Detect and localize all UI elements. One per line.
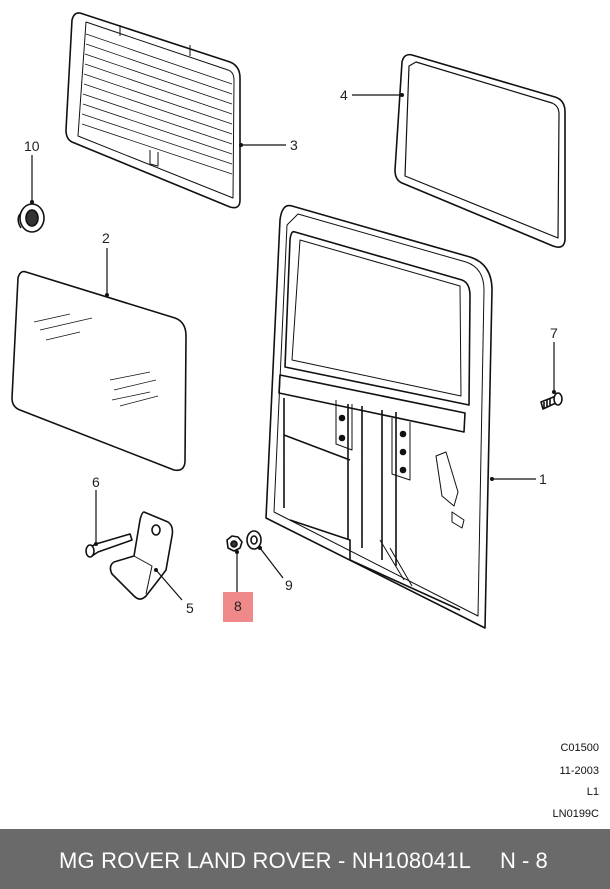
callout-5[interactable]: 5 xyxy=(186,600,194,616)
part-1-door-frame xyxy=(265,204,493,629)
drawing-level: L1 xyxy=(586,786,599,798)
part-6-pin xyxy=(85,533,133,558)
callout-9[interactable]: 9 xyxy=(285,577,293,593)
callout-4[interactable]: 4 xyxy=(340,87,348,103)
drawing-code: C01500 xyxy=(560,742,599,754)
footer-title: MG ROVER LAND ROVER - NH108041L xyxy=(59,848,472,873)
part-2-glass-pane xyxy=(11,270,187,472)
leader-9 xyxy=(259,547,284,579)
part-8-nut xyxy=(226,535,243,552)
part-9-washer xyxy=(246,530,262,550)
footer-page: N - 8 xyxy=(500,848,548,873)
part-10-grommet xyxy=(17,203,45,233)
part-3-window-panel xyxy=(65,12,241,209)
leader-lines xyxy=(31,94,555,601)
callout-8[interactable]: 8 xyxy=(234,598,242,614)
callout-10[interactable]: 10 xyxy=(24,138,40,154)
callout-3[interactable]: 3 xyxy=(290,137,298,153)
callout-7[interactable]: 7 xyxy=(550,325,558,341)
callout-6[interactable]: 6 xyxy=(92,474,100,490)
leader-5 xyxy=(155,569,183,601)
callout-1[interactable]: 1 xyxy=(539,471,547,487)
callout-2[interactable]: 2 xyxy=(102,230,110,246)
drawing-reference: LN0199C xyxy=(552,808,599,820)
footer-bar: MG ROVER LAND ROVER - NH108041L N - 8 xyxy=(0,829,610,889)
part-4-seal-frame xyxy=(394,53,566,248)
callout-8-highlight[interactable]: 8 xyxy=(223,592,253,622)
part-7-screw xyxy=(540,392,563,410)
drawing-date: 11-2003 xyxy=(559,765,599,777)
part-5-bracket xyxy=(109,511,174,600)
